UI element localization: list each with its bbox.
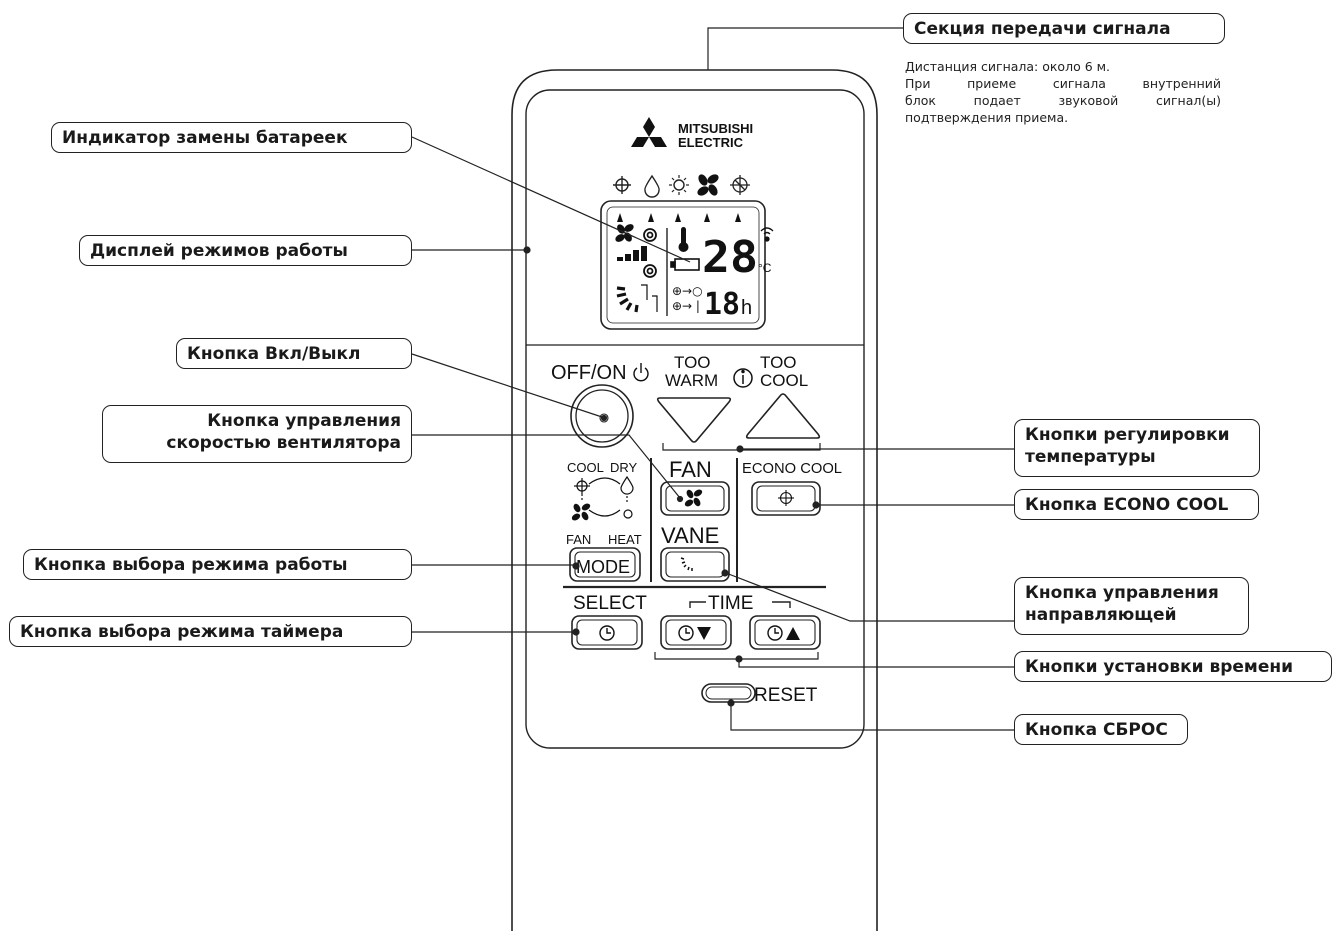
lcd-timer-icons: ⊕→○ ⊕→ |: [672, 284, 703, 313]
mode-fan-icon: [571, 503, 591, 521]
too-warm-button[interactable]: [656, 397, 732, 443]
callout-mode-display: Дисплей режимов работы: [79, 235, 412, 266]
lcd-timer-hours: 18: [704, 287, 740, 322]
lcd-auto-icon: [643, 228, 657, 242]
fan-mode-icon: [697, 174, 719, 196]
signal-note-line1: Дистанция сигнала: около 6 м.: [905, 59, 1111, 74]
callout-temp-adjust: Кнопки регулировки температуры: [1014, 419, 1260, 477]
lcd-vane-bracket: [641, 284, 658, 312]
mode-icons-row: [613, 174, 689, 198]
arrow-up-icon: [786, 627, 800, 640]
time-down-button[interactable]: [660, 615, 732, 650]
too-warm-label-2: WARM: [665, 371, 718, 390]
fan-label: FAN: [669, 457, 712, 482]
callout-battery-indicator: Индикатор замены батареек: [51, 122, 412, 153]
lcd-triangles: [617, 213, 741, 222]
lcd-vane-icon: [616, 286, 639, 313]
too-cool-button[interactable]: [745, 393, 821, 439]
mode-fan-label: FAN: [566, 532, 591, 547]
fan-speed-line1: Кнопка управления: [207, 411, 401, 431]
select-label: SELECT: [573, 593, 647, 614]
time-label: TIME: [708, 593, 753, 614]
mode-heat-label: HEAT: [608, 532, 642, 547]
vane-button-icon: [680, 557, 693, 571]
clock-up-icon: [767, 625, 783, 641]
lcd-signal-icon: [760, 227, 774, 242]
vane-line2: направляющей: [1025, 605, 1177, 625]
mitsubishi-logo: [631, 117, 667, 147]
callout-timer-mode: Кнопка выбора режима таймера: [9, 616, 412, 647]
clock-icon: [599, 625, 615, 641]
lcd-temperature: 28: [702, 232, 758, 283]
temp-adjust-line1: Кнопки регулировки: [1025, 425, 1230, 445]
lcd-frame: [600, 200, 766, 330]
vane-label: VANE: [661, 523, 719, 548]
mode-button-label: MODE: [576, 557, 630, 577]
callout-vane: Кнопка управления направляющей: [1014, 577, 1249, 635]
lcd-vane-auto-icon: [643, 264, 657, 278]
arrow-down-icon: [697, 627, 711, 640]
dry-mode-icon: [644, 174, 660, 198]
fan-speed-line2: скоростью вентилятора: [166, 433, 401, 453]
brand-line1: MITSUBISHI: [678, 121, 753, 136]
mode-cycle-icons: [574, 475, 634, 519]
callout-reset: Кнопка СБРОС: [1014, 714, 1188, 745]
clock-down-icon: [678, 625, 694, 641]
econo-cool-label: ECONO COOL: [742, 460, 842, 477]
svg-text:⊕→○: ⊕→○: [672, 284, 703, 298]
heat-mode-icon: [673, 179, 685, 191]
signal-note-line2: При приеме сигнала внутренний: [905, 76, 1221, 91]
power-icon: [633, 363, 649, 382]
fan-button-icon: [684, 489, 703, 507]
info-icon: [733, 368, 753, 388]
signal-note-line3: блок подает звуковой сигнал(ы): [905, 93, 1221, 108]
lcd-speed-bars: [617, 246, 647, 261]
callout-fan-speed: Кнопка управления скоростью вентилятора: [102, 405, 412, 463]
battery-icon: [670, 258, 700, 271]
vane-button[interactable]: [660, 547, 730, 582]
remote-panel: [525, 89, 865, 749]
econo-cool-mode-icon: [730, 175, 750, 195]
svg-text:⊕→ |: ⊕→ |: [672, 299, 700, 313]
callout-time-set: Кнопки установки времени: [1014, 651, 1332, 682]
lcd-timer-unit: h: [741, 297, 752, 319]
too-cool-label-1: TOO: [760, 353, 797, 372]
reset-label: RESET: [754, 685, 818, 706]
fan-button[interactable]: [660, 481, 730, 516]
temp-adjust-line2: температуры: [1025, 447, 1156, 467]
remote-body: [511, 69, 878, 931]
too-warm-label-1: TOO: [674, 353, 711, 372]
off-on-button[interactable]: [570, 384, 634, 448]
time-bracket-left: [689, 601, 706, 608]
time-bracket-right: [772, 601, 791, 608]
lcd-inner: [606, 206, 760, 324]
lcd-temp-unit: °C: [758, 261, 772, 275]
econo-cool-button[interactable]: [751, 481, 821, 516]
time-up-button[interactable]: [749, 615, 821, 650]
vane-line1: Кнопка управления: [1025, 583, 1219, 603]
mode-cool-label: COOL: [567, 460, 604, 475]
off-on-label: OFF/ON: [551, 362, 627, 384]
callout-signal-section: Секция передачи сигнала: [903, 13, 1225, 44]
signal-note: Дистанция сигнала: около 6 м. При приеме…: [905, 58, 1221, 126]
leader-lines: [411, 27, 1014, 731]
brand-line2: ELECTRIC: [678, 135, 744, 150]
callout-econo-cool: Кнопка ECONO COOL: [1014, 489, 1259, 520]
thermometer-icon: [678, 227, 689, 252]
callout-mode-select: Кнопка выбора режима работы: [23, 549, 412, 580]
econo-cool-icon: [778, 490, 794, 506]
signal-note-line4: подтверждения приема.: [905, 110, 1069, 125]
too-cool-label-2: COOL: [760, 371, 808, 390]
callout-on-off-button: Кнопка Вкл/Выкл: [176, 338, 412, 369]
mode-dry-label: DRY: [610, 460, 638, 475]
